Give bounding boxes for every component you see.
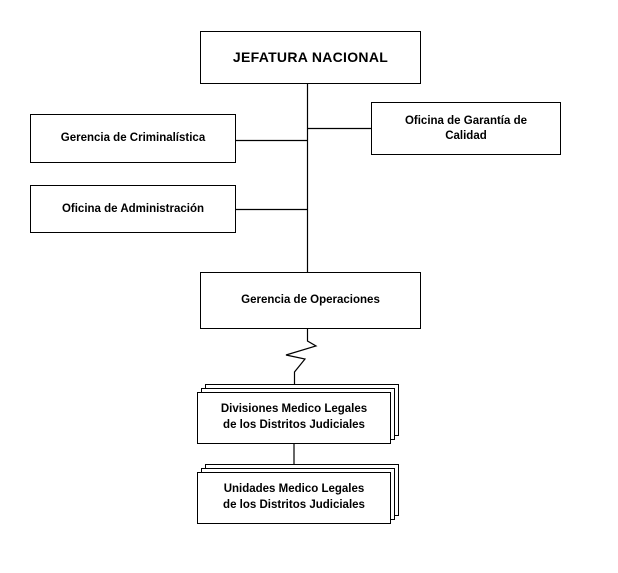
- node-label: JEFATURA NACIONAL: [232, 49, 389, 66]
- node-oficina-administracion: Oficina de Administración: [30, 185, 236, 233]
- node-gerencia-criminalistica: Gerencia de Criminalística: [30, 114, 236, 163]
- node-label-line1: Oficina de Garantía de: [404, 114, 528, 127]
- node-divisiones-medico-legales: Divisiones Medico Legales de los Distrit…: [197, 392, 391, 444]
- node-label-line2: de los Distritos Judiciales: [223, 419, 365, 431]
- node-label: Gerencia de Criminalística: [60, 132, 206, 145]
- stack-divisiones-medico-legales: Divisiones Medico Legales de los Distrit…: [197, 384, 400, 445]
- stack-unidades-medico-legales: Unidades Medico Legales de los Distritos…: [197, 464, 400, 525]
- node-label-line1: Divisiones Medico Legales: [220, 403, 368, 416]
- node-label-line2: Calidad: [445, 129, 487, 142]
- node-label: Oficina de Administración: [61, 202, 205, 215]
- node-oficina-garantia-calidad: Oficina de Garantía de Calidad: [371, 102, 561, 155]
- node-jefatura-nacional: JEFATURA NACIONAL: [200, 31, 421, 84]
- node-unidades-medico-legales: Unidades Medico Legales de los Distritos…: [197, 472, 391, 524]
- node-gerencia-operaciones: Gerencia de Operaciones: [200, 272, 421, 329]
- node-label-line1: Unidades Medico Legales: [223, 483, 365, 496]
- node-label-line2: de los Distritos Judiciales: [223, 499, 365, 511]
- node-label: Gerencia de Operaciones: [241, 294, 380, 307]
- zigzag-break-connector: [285, 329, 318, 388]
